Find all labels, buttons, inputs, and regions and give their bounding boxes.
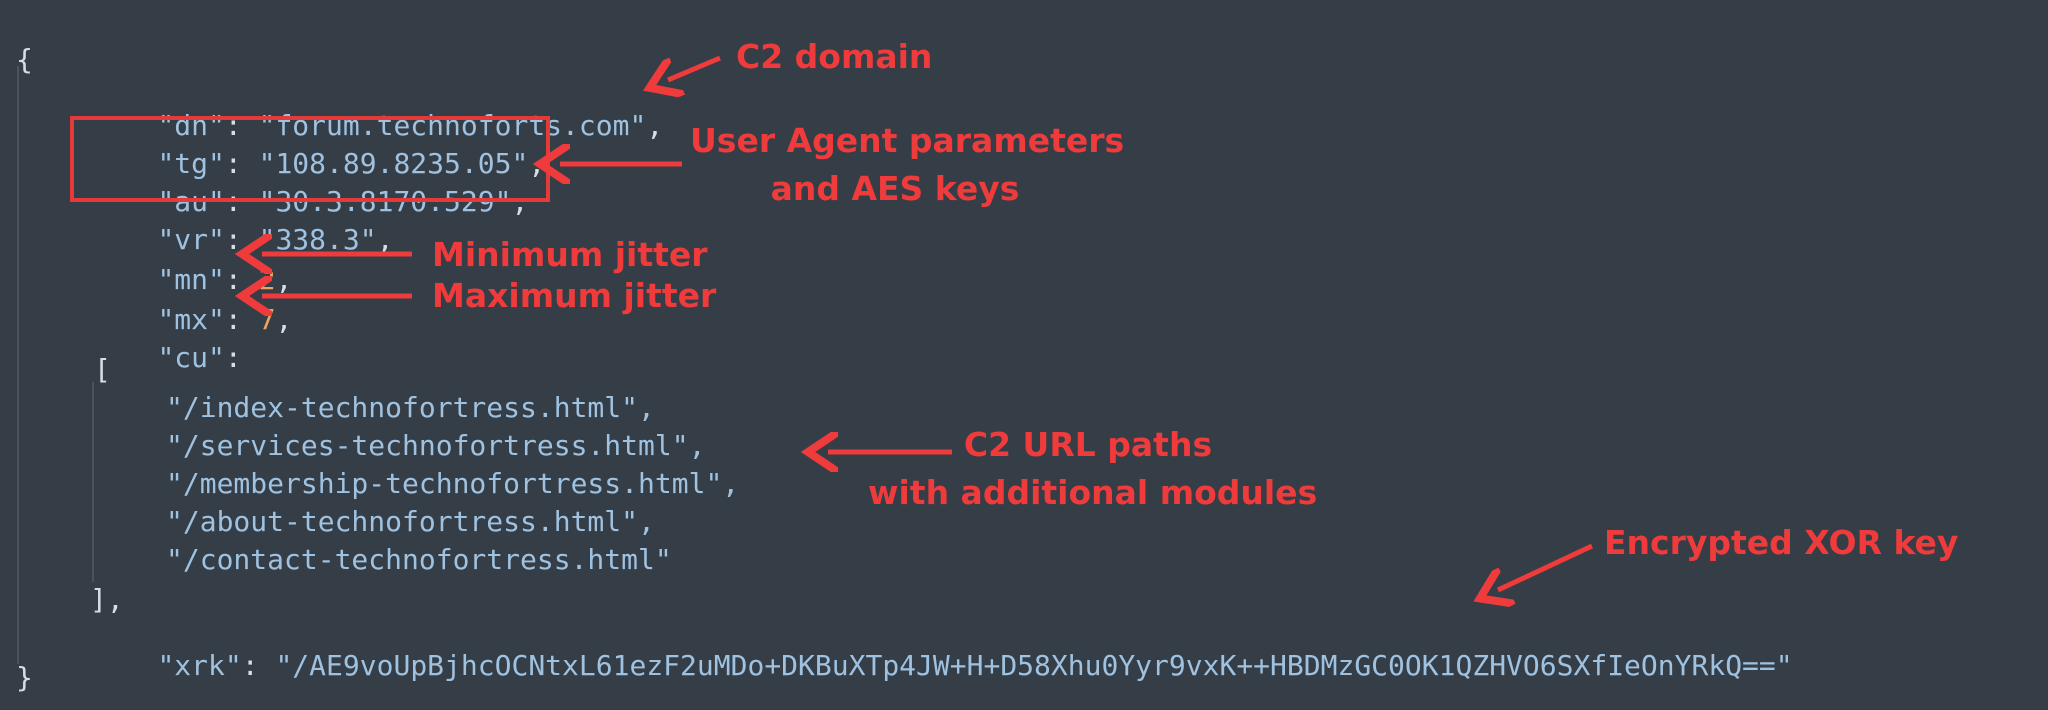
url-path-item: "/services-technofortress.html", <box>166 429 706 462</box>
json-string-value: "338.3" <box>258 223 377 256</box>
annotation-line: User Agent parameters <box>690 121 1125 160</box>
code-line-mx: "mx": 7, <box>157 303 293 336</box>
arrow-xor-key <box>1498 543 1594 590</box>
indent-guide <box>17 66 19 664</box>
annotation-xor-key: Encrypted XOR key <box>1604 523 1959 562</box>
annotation-line: and AES keys <box>770 169 1020 208</box>
annotation-user-agent: User Agent parameters and AES keys <box>690 121 1125 208</box>
close-brace: } <box>16 661 33 694</box>
arrow-c2-domain <box>668 55 721 80</box>
json-key: "mn" <box>157 263 225 296</box>
code-line-tg: "tg": "108.89.8235.05", <box>157 147 546 180</box>
code-line-xrk: "xrk": "/AE9voUpBjhcOCNtxL61ezF2uMDo+DKB… <box>157 649 1793 682</box>
annotation-max-jitter: Maximum jitter <box>432 276 717 315</box>
open-bracket: [ <box>94 353 111 386</box>
json-key: "cu" <box>157 341 225 374</box>
annotation-url-paths: C2 URL paths with additional modules <box>868 425 1318 512</box>
json-string-value: "108.89.8235.05" <box>258 147 529 180</box>
url-path-item: "/about-technofortress.html", <box>166 505 655 538</box>
url-path-item: "/contact-technofortress.html" <box>166 543 672 576</box>
json-key: "mx" <box>157 303 225 336</box>
indent-guide <box>92 382 94 582</box>
annotation-line: C2 URL paths <box>963 425 1213 464</box>
url-path-item: "/membership-technofortress.html", <box>166 467 740 500</box>
close-bracket: ], <box>90 583 124 616</box>
code-line-cu: "cu": <box>157 341 242 374</box>
url-path-item: "/index-technofortress.html", <box>166 391 655 424</box>
json-string-value: "/AE9voUpBjhcOCNtxL61ezF2uMDo+DKBuXTp4JW… <box>275 649 1793 682</box>
annotation-min-jitter: Minimum jitter <box>432 235 708 274</box>
annotation-c2-domain: C2 domain <box>736 37 933 76</box>
open-brace: { <box>16 43 33 76</box>
annotation-line: with additional modules <box>868 473 1318 512</box>
json-key: "tg" <box>157 147 225 180</box>
code-line-vr: "vr": "338.3", <box>157 223 394 256</box>
json-key: "vr" <box>157 223 225 256</box>
json-key: "xrk" <box>157 649 242 682</box>
